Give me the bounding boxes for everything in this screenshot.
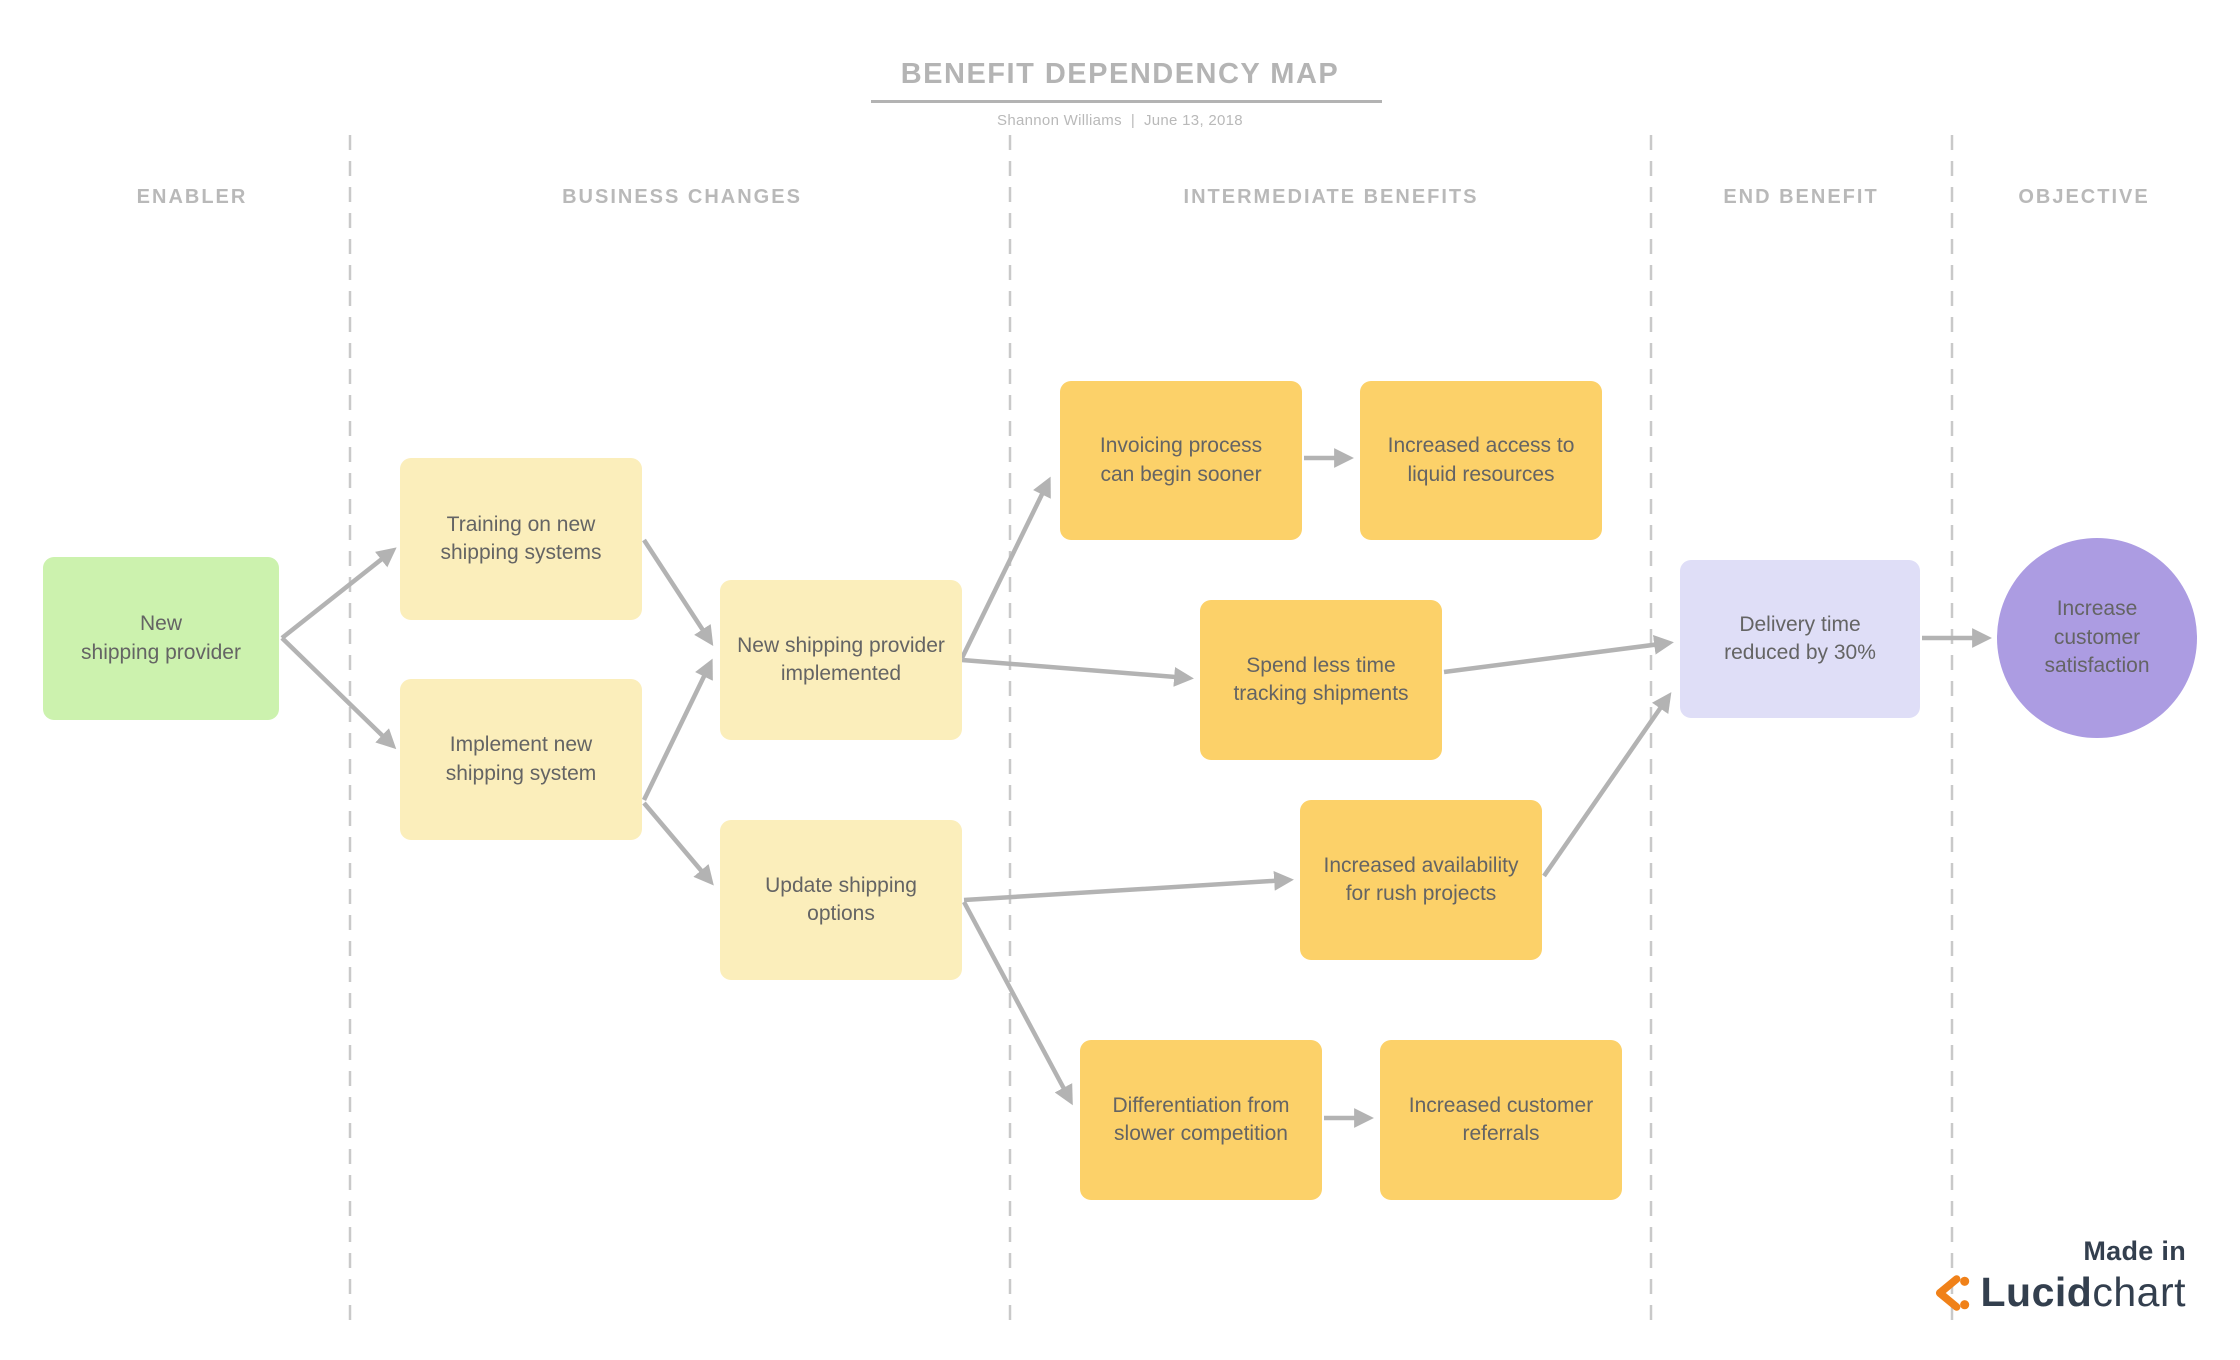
page-title: BENEFIT DEPENDENCY MAP [900, 58, 1340, 90]
column-header-intermediate-benefits: INTERMEDIATE BENEFITS [1183, 186, 1479, 208]
lucidchart-icon [1935, 1274, 1969, 1311]
node-label: Implement new shipping system [445, 733, 597, 785]
node-differentiation-from-competition[interactable]: Differentiation from slower competition [1080, 1040, 1322, 1200]
node-invoicing-process[interactable]: Invoicing process can begin sooner [1060, 381, 1302, 540]
dependency-arrows [280, 448, 1992, 1128]
node-label: Increased customer referrals [1408, 1093, 1594, 1145]
node-label: New shipping provider implemented [737, 633, 945, 685]
node-label: Invoicing process can begin sooner [1099, 434, 1263, 486]
column-header-enabler: ENABLER [136, 186, 248, 208]
node-label: Delivery time reduced by 30% [1724, 612, 1876, 664]
lucidchart-wordmark: Lucidchart [1981, 1269, 2186, 1316]
node-increased-customer-referrals[interactable]: Increased customer referrals [1380, 1040, 1622, 1200]
author-date: Shannon Williams | June 13, 2018 [997, 112, 1243, 129]
node-label: Increased availability for rush projects [1323, 853, 1519, 905]
node-increased-availability-rush-projects[interactable]: Increased availability for rush projects [1300, 800, 1542, 960]
made-in-label: Made in [2083, 1236, 2186, 1266]
brand-lucid: Lucid [1980, 1269, 2093, 1315]
node-label: Increased access to liquid resources [1387, 434, 1575, 486]
node-label: Differentiation from slower competition [1112, 1093, 1290, 1145]
node-training-on-new-shipping-systems[interactable]: Training on new shipping systems [400, 458, 642, 620]
column-header-business-changes: BUSINESS CHANGES [562, 186, 802, 208]
node-new-shipping-provider[interactable]: New shipping provider [43, 557, 279, 720]
node-new-shipping-provider-implemented[interactable]: New shipping provider implemented [720, 580, 962, 740]
node-label: Update shipping options [765, 873, 917, 925]
node-label: Training on new shipping systems [440, 512, 602, 564]
node-update-shipping-options[interactable]: Update shipping options [720, 820, 962, 980]
node-increase-customer-satisfaction[interactable]: Increase customer satisfaction [1997, 538, 2197, 738]
node-label: Spend less time tracking shipments [1233, 653, 1409, 705]
node-implement-new-shipping-system[interactable]: Implement new shipping system [400, 679, 642, 840]
node-delivery-time-reduced[interactable]: Delivery time reduced by 30% [1680, 560, 1920, 718]
node-label: New shipping provider [81, 612, 241, 664]
node-increased-access-liquid-resources[interactable]: Increased access to liquid resources [1360, 381, 1602, 540]
title-underline [871, 100, 1382, 103]
lucidchart-credit: Made in Lucidchart [1928, 1236, 2186, 1316]
node-spend-less-time-tracking[interactable]: Spend less time tracking shipments [1200, 600, 1442, 760]
lane-separators [348, 135, 1954, 1322]
column-header-end-benefit: END BENEFIT [1723, 186, 1879, 208]
column-header-objective: OBJECTIVE [2018, 186, 2150, 208]
node-label: Increase customer satisfaction [2044, 597, 2150, 678]
brand-chart: chart [2092, 1269, 2186, 1315]
